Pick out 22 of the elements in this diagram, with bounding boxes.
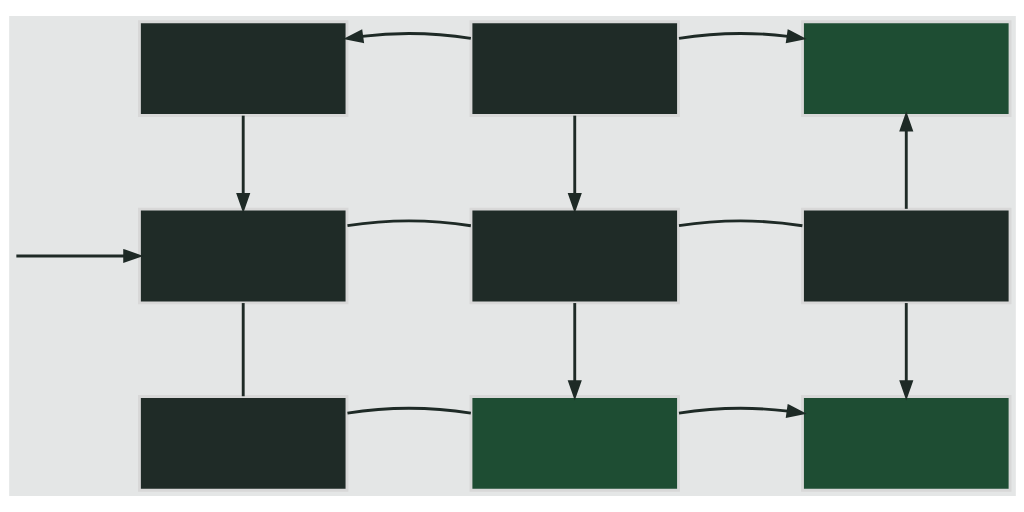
arrow: [678, 29, 807, 44]
node-box: [469, 20, 680, 117]
node-box: [137, 207, 348, 305]
arrow: [898, 111, 913, 209]
node-box: [800, 20, 1011, 117]
arrow: [567, 303, 582, 401]
node-box: [800, 395, 1011, 492]
node-box: [469, 395, 680, 492]
connector: [346, 406, 471, 415]
connector: [346, 219, 471, 228]
connector: [241, 303, 245, 397]
arrow: [567, 115, 582, 214]
arrow: [678, 403, 807, 418]
connector: [678, 219, 803, 228]
node-box: [469, 207, 680, 305]
node-box: [137, 395, 348, 492]
node-box: [800, 207, 1011, 305]
arrow: [342, 29, 471, 44]
arrow: [235, 115, 250, 214]
arrow: [898, 303, 913, 401]
arrow: [15, 248, 143, 264]
node-box: [137, 20, 348, 117]
